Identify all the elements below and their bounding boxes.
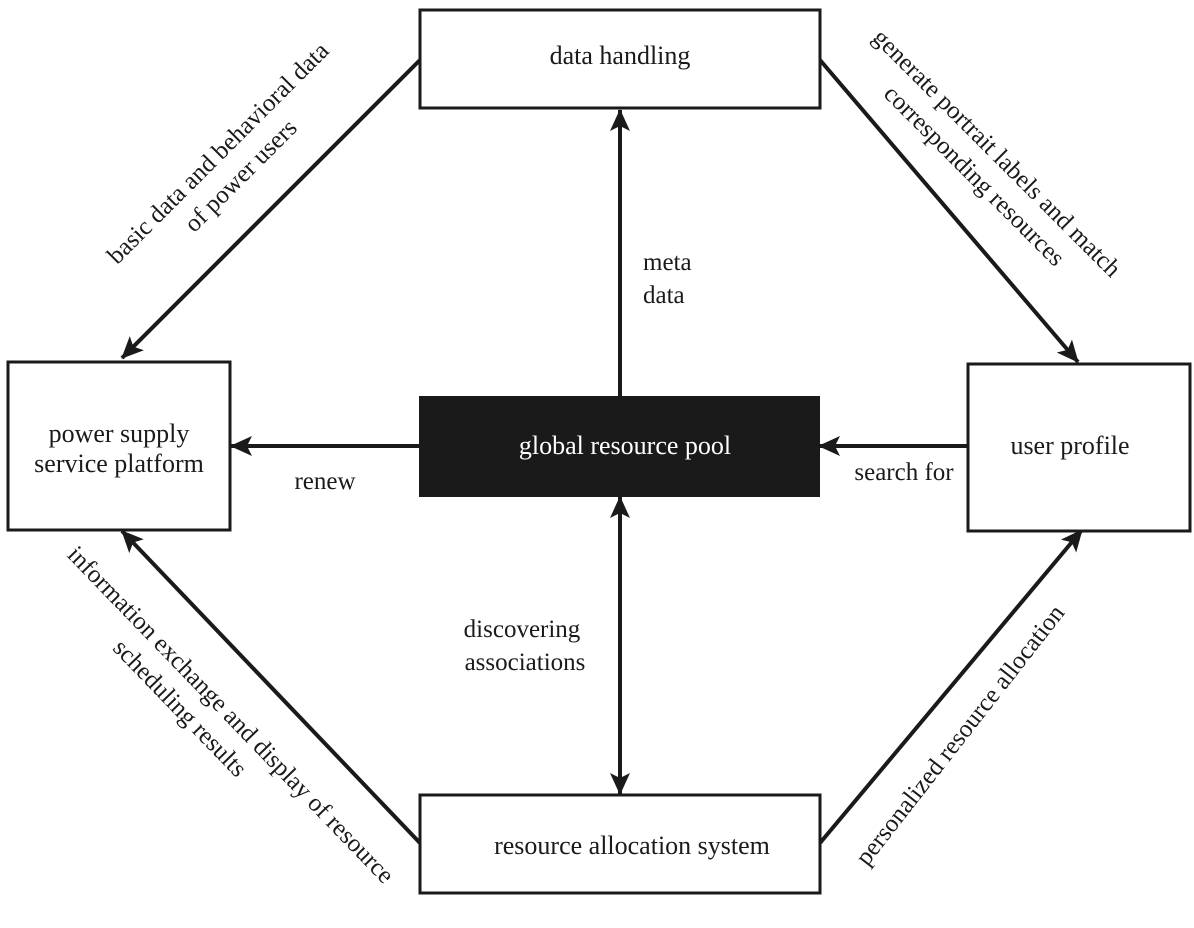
node-user-profile: user profile: [966, 362, 1192, 533]
edge-resource-allocation-to-power-supply: [120, 529, 422, 845]
label-meta-data-line-1: meta: [643, 249, 692, 276]
label-basic-data: basic data and behavioral data of power …: [102, 37, 334, 269]
node-global-resource-pool-label: global resource pool: [519, 431, 731, 460]
label-information-exchange: information exchange and display of reso…: [62, 541, 399, 889]
node-user-profile-label: user profile: [1010, 431, 1129, 460]
node-resource-allocation-system: resource allocation system: [418, 793, 822, 895]
label-discovering-line-2: associations: [465, 649, 586, 676]
node-data-handling-label: data handling: [550, 41, 691, 70]
node-power-supply-label-line-1: power supply: [49, 419, 190, 448]
label-meta-data-line-2: data: [643, 282, 685, 309]
edge-data-handling-to-power-supply: [120, 58, 422, 360]
edge-data-handling-to-user-profile: [818, 58, 1080, 364]
node-global-resource-pool: global resource pool: [419, 396, 820, 497]
label-generate-portrait: generate portrait labels and match corre…: [867, 24, 1126, 283]
label-search-for: search for: [854, 459, 954, 486]
label-personalized: personalized resource allocation: [851, 600, 1071, 871]
label-basic-data-line-1: basic data and behavioral data: [102, 37, 334, 269]
node-power-supply-service-platform: power supply service platform: [6, 360, 232, 532]
label-personalized-line-1: personalized resource allocation: [851, 600, 1071, 871]
label-generate-portrait-line-1: generate portrait labels and match: [867, 24, 1126, 283]
label-information-exchange-line-1: information exchange and display of reso…: [62, 541, 399, 889]
node-power-supply-label-line-2: service platform: [34, 449, 204, 478]
edge-resource-allocation-to-user-profile: [818, 528, 1084, 845]
label-discovering-line-1: discovering: [464, 616, 581, 643]
node-data-handling: data handling: [418, 8, 822, 110]
label-renew: renew: [294, 468, 355, 495]
node-resource-allocation-label: resource allocation system: [494, 831, 770, 860]
